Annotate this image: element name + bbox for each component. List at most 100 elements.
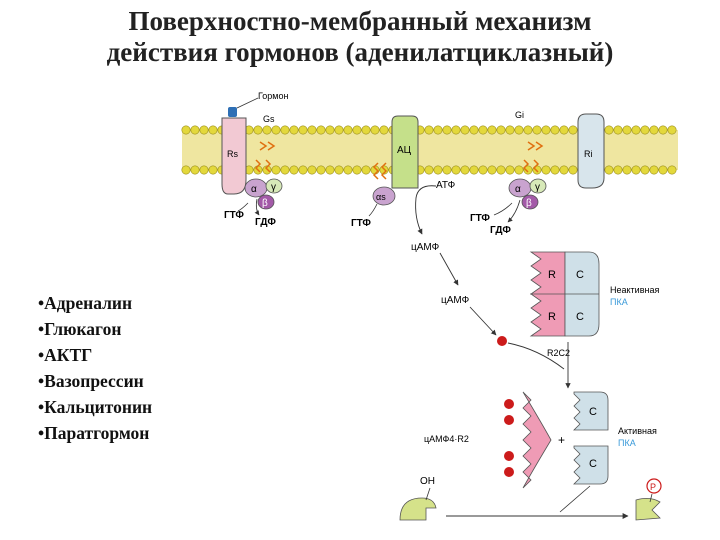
lipid-head — [361, 165, 371, 175]
gdp-label: ГДФ — [255, 217, 276, 228]
lipid-head — [640, 165, 650, 175]
alpha-label: α — [251, 184, 257, 195]
lipid-head — [190, 165, 200, 175]
lipid-head — [478, 125, 488, 135]
inactive-pka: R R C C — [529, 251, 600, 337]
camp-molecule — [497, 336, 507, 346]
lipid-head — [298, 165, 308, 175]
title-line-1: Поверхностно-мембранный механизм — [128, 6, 592, 36]
camp-r-complex-label: цАМФ4·R2 — [424, 434, 469, 444]
lipid-head — [487, 165, 497, 175]
catalytic-subunit-bottom: C — [573, 445, 609, 485]
inactive-pka-abbr: ПКА — [610, 297, 628, 307]
lipid-head — [307, 125, 317, 135]
ac-label: АЦ — [397, 145, 412, 156]
lipid-head — [262, 125, 272, 135]
substrate-right: P — [635, 478, 662, 521]
list-item: •Паратгормон — [38, 423, 150, 443]
plus-sign: + — [558, 433, 565, 447]
list-item: •Вазопрессин — [38, 371, 144, 391]
lipid-head — [334, 125, 344, 135]
lipid-head — [442, 165, 452, 175]
lipid-head — [505, 165, 515, 175]
lipid-head — [190, 125, 200, 135]
lipid-head — [298, 125, 308, 135]
lipid-head — [307, 165, 317, 175]
receptor-rs: Rs — [221, 117, 247, 195]
lipid-head — [541, 125, 551, 135]
lipid-head — [352, 165, 362, 175]
ri-label: Ri — [584, 149, 593, 159]
phosphate-label: P — [650, 482, 656, 492]
lipid-head — [181, 125, 191, 135]
camp-label-2: цАМФ — [441, 295, 470, 306]
lipid-head — [424, 165, 434, 175]
lipid-head — [334, 165, 344, 175]
lipid-head — [613, 165, 623, 175]
lipid-head — [523, 165, 533, 175]
lipid-head — [568, 165, 578, 175]
lipid-head — [667, 165, 677, 175]
lipid-head — [622, 125, 632, 135]
lipid-head — [604, 165, 614, 175]
lipid-head — [316, 165, 326, 175]
lipid-head — [370, 125, 380, 135]
c-label: C — [589, 406, 597, 418]
r2c2-label: R2C2 — [547, 348, 570, 358]
lipid-head — [496, 165, 506, 175]
hormone-list: •Адреналин •Глюкагон •АКТГ •Вазопрессин … — [38, 290, 152, 446]
lipid-head — [649, 125, 659, 135]
oh-label: ОН — [420, 476, 435, 487]
lipid-head — [361, 125, 371, 135]
lipid-head — [316, 125, 326, 135]
lipid-head — [550, 165, 560, 175]
alpha-label-right: α — [515, 184, 521, 195]
alpha-s-label: αs — [376, 192, 386, 202]
lipid-head — [442, 125, 452, 135]
g-protein-right: α γ β — [508, 178, 547, 210]
lipid-head — [649, 165, 659, 175]
lipid-head — [550, 125, 560, 135]
r-label: R — [548, 269, 556, 281]
lipid-head — [289, 165, 299, 175]
lipid-head — [424, 125, 434, 135]
lipid-head — [478, 165, 488, 175]
gdp-label-right: ГДФ — [490, 225, 511, 236]
lipid-head — [559, 165, 569, 175]
gtp-label: ГТФ — [224, 210, 244, 221]
list-item: •Кальцитонин — [38, 397, 153, 417]
lipid-head — [514, 125, 524, 135]
lipid-head — [532, 125, 542, 135]
lipid-head — [514, 165, 524, 175]
rs-label: Rs — [227, 149, 238, 159]
lipid-head — [523, 125, 533, 135]
g-alpha-s: αs — [372, 186, 396, 206]
c-label: C — [576, 311, 584, 323]
lipid-head — [289, 125, 299, 135]
lipid-head — [271, 165, 281, 175]
activation-zigzag — [259, 141, 276, 151]
lipid-head — [280, 165, 290, 175]
lipid-head — [343, 165, 353, 175]
lipid-head — [253, 125, 263, 135]
lipid-head — [325, 165, 335, 175]
lipid-head — [325, 125, 335, 135]
lipid-head — [505, 125, 515, 135]
c-label: C — [589, 458, 597, 470]
lipid-head — [199, 165, 209, 175]
lipid-head — [271, 125, 281, 135]
c-label: C — [576, 269, 584, 281]
lipid-head — [631, 165, 641, 175]
lipid-head — [352, 125, 362, 135]
hormone-label: Гормон — [258, 91, 288, 101]
lipid-head — [460, 125, 470, 135]
gi-label: Gi — [515, 110, 524, 120]
list-item: •АКТГ — [38, 345, 93, 365]
lipid-head — [496, 125, 506, 135]
gtp-label-mid: ГТФ — [351, 218, 371, 229]
lipid-head — [433, 165, 443, 175]
lipid-head — [487, 125, 497, 135]
lipid-head — [208, 165, 218, 175]
lipid-head — [622, 165, 632, 175]
lipid-head — [559, 125, 569, 135]
